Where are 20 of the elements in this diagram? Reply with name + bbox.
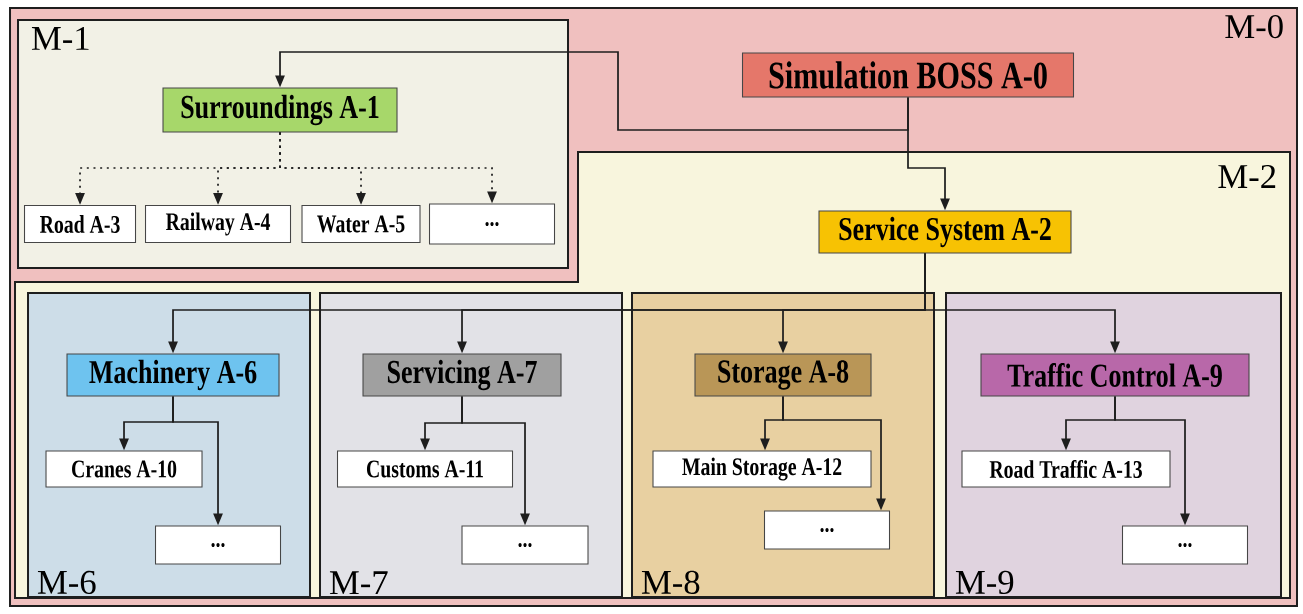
process-box: Surroundings A-1 <box>162 87 398 133</box>
process-box: Road Traffic A-13 <box>961 450 1171 488</box>
process-box: Water A-5 <box>301 204 421 244</box>
process-box: Simulation BOSS A-0 <box>741 52 1075 98</box>
process-box: Customs A-11 <box>336 450 514 488</box>
process-box: ... <box>155 525 282 565</box>
process-box: ... <box>428 203 556 245</box>
process-box: ... <box>1121 525 1249 565</box>
process-box: Railway A-4 <box>144 204 292 244</box>
arrow <box>275 51 909 131</box>
process-box: Service System A-2 <box>818 210 1072 254</box>
process-box: ... <box>461 525 589 565</box>
process-box: Servicing A-7 <box>362 353 562 397</box>
process-box: Machinery A-6 <box>66 353 280 397</box>
process-box: Main Storage A-12 <box>652 450 872 488</box>
process-box: Storage A-8 <box>694 353 872 397</box>
process-box: ... <box>763 510 891 550</box>
process-box: Road A-3 <box>23 204 137 244</box>
process-box: Traffic Control A-9 <box>980 353 1250 397</box>
process-box: Cranes A-10 <box>45 450 203 488</box>
